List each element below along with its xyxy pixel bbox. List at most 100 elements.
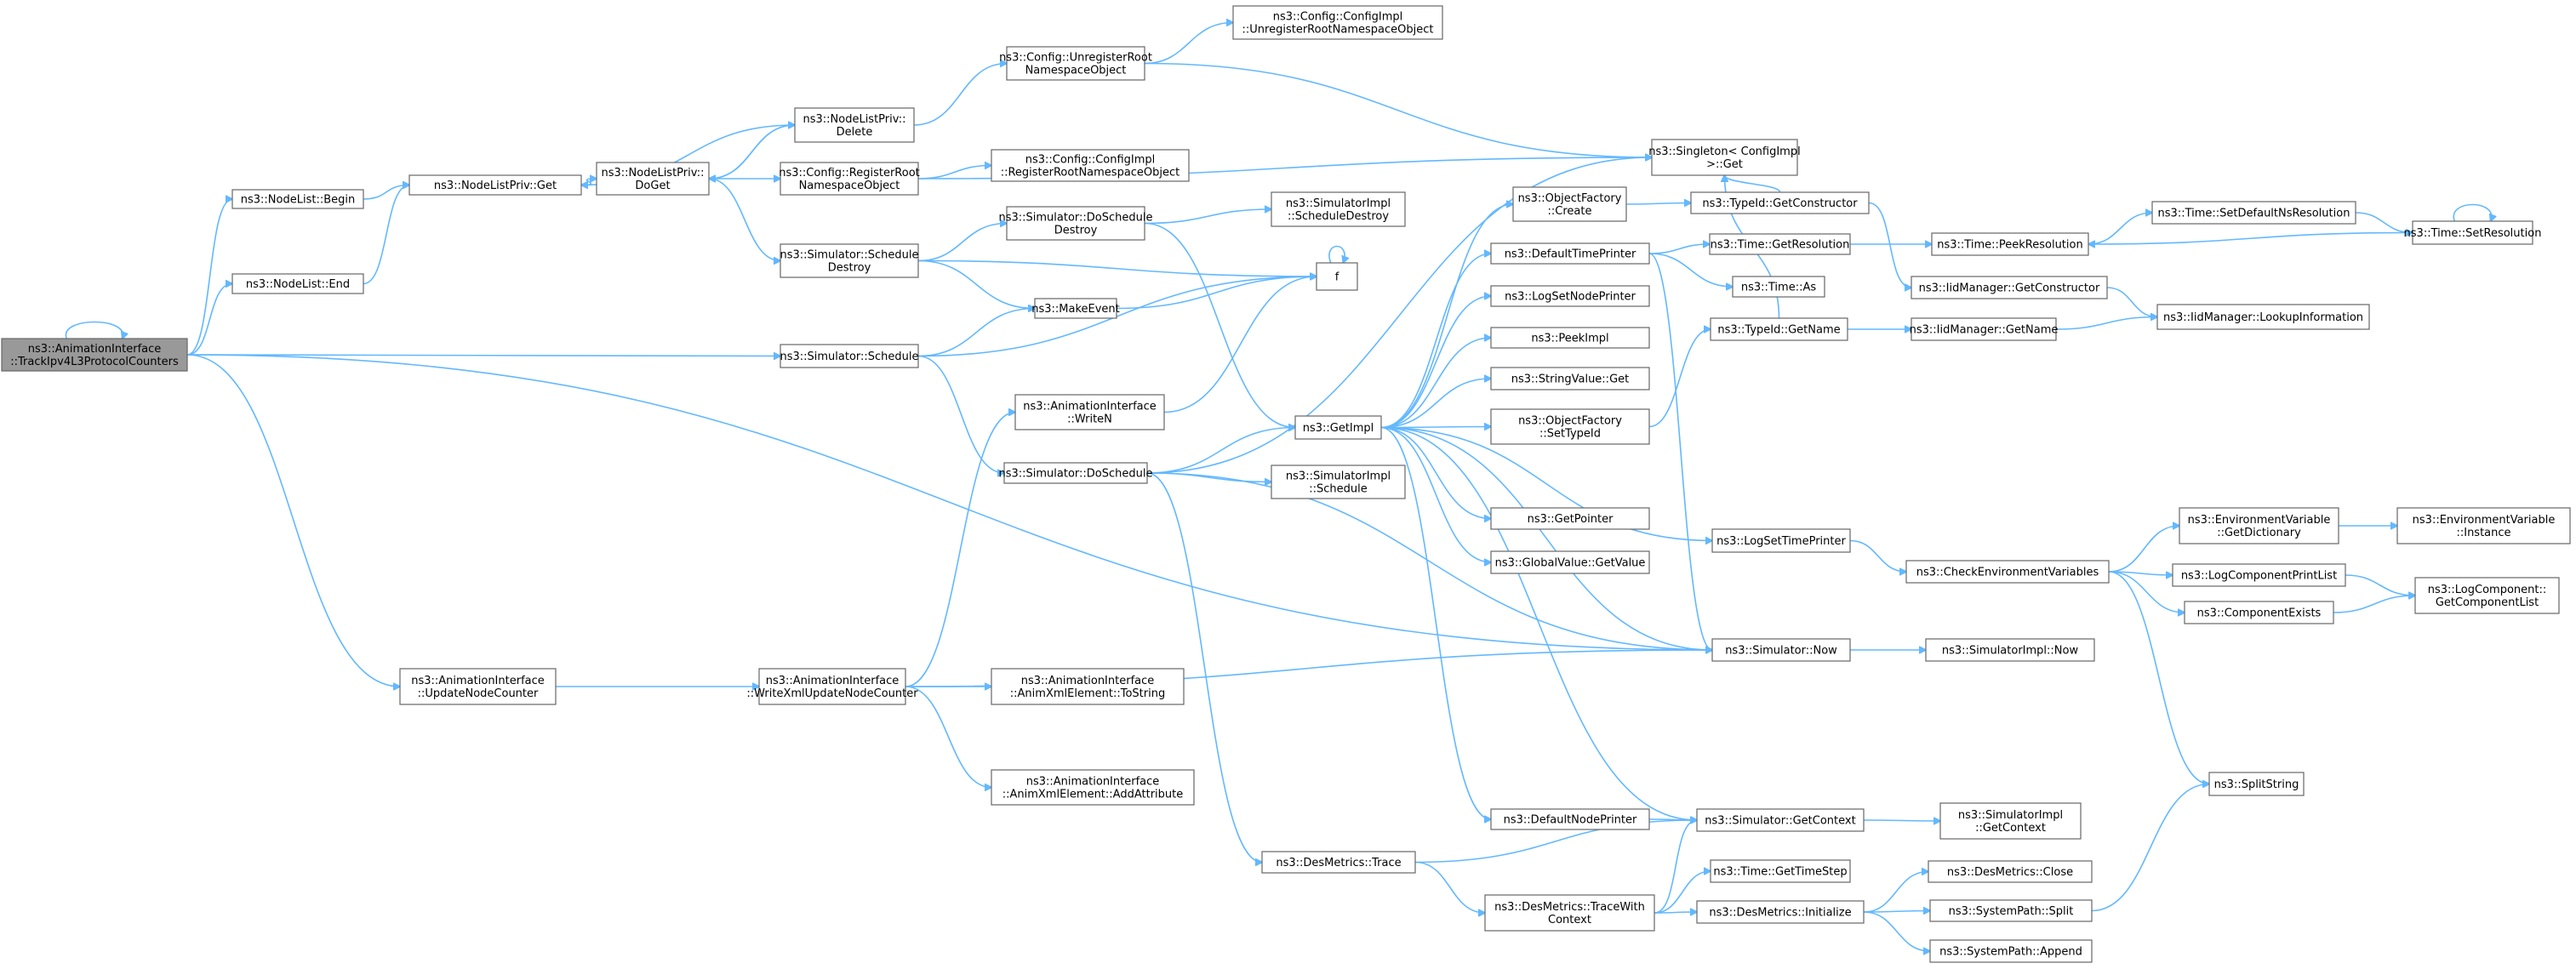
graph-node[interactable]: ns3::SimulatorImpl::ScheduleDestroy (1271, 191, 1406, 227)
graph-node[interactable]: ns3::AnimationInterface::AnimXmlElement:… (991, 769, 1195, 806)
graph-node[interactable]: ns3::SimulatorImpl::GetContext (1939, 802, 2082, 840)
graph-node[interactable]: ns3::Config::RegisterRootNamespaceObject (779, 162, 920, 196)
node-box (596, 162, 710, 196)
graph-node[interactable]: ns3::EnvironmentVariable::GetDictionary (2179, 507, 2339, 544)
node-label: ns3::Time::GetResolution (1711, 239, 1850, 252)
graph-node[interactable]: ns3::SimulatorImpl::Schedule (1271, 465, 1406, 499)
graph-node[interactable]: ns3::DefaultNodePrinter (1490, 808, 1650, 830)
graph-node[interactable]: ns3::DesMetrics::Close (1928, 860, 2093, 883)
node-box (1232, 5, 1443, 40)
graph-node[interactable]: ns3::DesMetrics::Initialize (1696, 900, 1865, 924)
graph-node[interactable]: ns3::NodeList::Begin (231, 189, 364, 209)
graph-node[interactable]: ns3::LogComponentPrintList (2172, 563, 2346, 587)
graph-node[interactable]: ns3::Simulator::DoSchedule (998, 462, 1153, 484)
graph-node[interactable]: ns3::Simulator::ScheduleDestroy (780, 243, 919, 278)
call-edge (1625, 203, 1691, 205)
graph-node[interactable]: ns3::LogSetTimePrinter (1711, 528, 1851, 553)
node-box (1490, 242, 1650, 265)
graph-node[interactable]: ns3::GlobalValue::GetValue (1490, 550, 1650, 574)
graph-node[interactable]: ns3::IidManager::LookupInformation (2156, 304, 2370, 330)
node-box (1939, 802, 2082, 840)
graph-node[interactable]: ns3::TypeId::GetName (1710, 317, 1848, 341)
graph-node[interactable]: ns3::NodeList::End (231, 273, 364, 294)
graph-node[interactable]: ns3::StringValue::Get (1490, 367, 1650, 390)
call-edge (1868, 202, 1911, 288)
graph-node[interactable]: ns3::CheckEnvironmentVariables (1905, 560, 2110, 584)
node-box (1651, 139, 1798, 176)
graph-node[interactable]: ns3::Time::As (1732, 276, 1825, 298)
graph-node[interactable]: ns3::Config::UnregisterRootNamespaceObje… (999, 46, 1152, 81)
node-label: ns3::Simulator::Now (1725, 645, 1837, 658)
graph-node[interactable]: ns3::GetPointer (1490, 507, 1650, 530)
call-edge (1863, 872, 1928, 913)
node-label: ns3::SplitString (2214, 778, 2299, 791)
node-label: ns3::Time::As (1741, 282, 1817, 294)
graph-node[interactable]: ns3::NodeListPriv::Get (408, 174, 582, 196)
graph-node[interactable]: ns3::SplitString (2208, 772, 2305, 796)
graph-node[interactable]: ns3::ObjectFactory::SetTypeId (1490, 408, 1650, 445)
node-box (1732, 276, 1825, 298)
graph-node[interactable]: ns3::Time::GetTimeStep (1710, 859, 1851, 883)
graph-node[interactable]: ns3::SystemPath::Split (1929, 899, 2093, 922)
graph-node[interactable]: ns3::NodeListPriv::DoGet (596, 162, 710, 196)
graph-node[interactable]: ns3::IidManager::GetConstructor (1911, 276, 2108, 299)
graph-node[interactable]: ns3::AnimationInterface::UpdateNodeCount… (399, 668, 557, 705)
node-label: ns3::DesMetrics::TraceWith (1494, 901, 1645, 914)
graph-node[interactable]: ns3::Simulator::Now (1711, 638, 1851, 662)
node-label: ns3::IidManager::GetConstructor (1919, 282, 2100, 295)
node-label: ns3::Config::UnregisterRoot (999, 52, 1152, 65)
node-label: ns3::AnimationInterface (411, 675, 545, 687)
node-box (231, 189, 364, 209)
graph-node[interactable]: ns3::Time::GetResolution (1709, 233, 1851, 255)
graph-node[interactable]: ns3::Config::ConfigImpl::RegisterRootNam… (991, 149, 1190, 182)
node-label: Context (1548, 914, 1591, 926)
node-label: ns3::GlobalValue::GetValue (1495, 557, 1646, 570)
node-label: ns3::DesMetrics::Initialize (1709, 907, 1851, 920)
graph-node[interactable]: ns3::AnimationInterface::WriteN (1014, 394, 1165, 430)
graph-node[interactable]: ns3::PeekImpl (1490, 327, 1650, 349)
call-edge (186, 199, 232, 356)
node-label: ns3::LogSetNodePrinter (1505, 291, 1636, 304)
node-label: Destroy (1054, 225, 1098, 237)
graph-node[interactable]: ns3::Time::PeekResolution (1931, 232, 2089, 256)
graph-node[interactable]: ns3::Simulator::GetContext (1696, 808, 1865, 832)
graph-node[interactable]: ns3::AnimationInterface::TrackIpv4L3Prot… (1, 338, 188, 372)
graph-node[interactable]: ns3::GetImpl (1294, 415, 1382, 440)
graph-node[interactable]: ns3::EnvironmentVariable::Instance (2396, 507, 2571, 544)
node-label: ns3::DefaultNodePrinter (1504, 814, 1637, 827)
node-label: ns3::SystemPath::Split (1949, 905, 2074, 918)
call-edge (1654, 912, 1697, 913)
graph-node[interactable]: ns3::Singleton< ConfigImpl>::Get (1648, 139, 1801, 176)
node-box (1006, 206, 1145, 241)
call-edge (913, 64, 1007, 126)
graph-node[interactable]: ns3::LogComponent::GetComponentList (2414, 577, 2560, 614)
graph-node[interactable]: ns3::DefaultTimePrinter (1490, 242, 1650, 265)
node-box (231, 273, 364, 294)
node-label: ns3::MakeEvent (1031, 303, 1120, 316)
graph-node[interactable]: ns3::ObjectFactory::Create (1512, 186, 1627, 222)
graph-node[interactable]: ns3::AnimationInterface::AnimXmlElement:… (991, 668, 1185, 705)
graph-node[interactable]: ns3::IidManager::GetName (1910, 317, 2059, 341)
call-edge (363, 185, 409, 285)
graph-node[interactable]: ns3::NodeListPriv::Delete (794, 107, 915, 143)
graph-node[interactable]: ns3::Time::SetResolution (2404, 220, 2542, 245)
node-label: ns3::AnimationInterface (1021, 675, 1155, 687)
graph-node[interactable]: ns3::Time::SetDefaultNsResolution (2151, 201, 2356, 225)
graph-node[interactable]: ns3::MakeEvent (1031, 298, 1120, 319)
node-box (2179, 507, 2339, 544)
call-edge (1863, 820, 1940, 821)
graph-node[interactable]: ns3::LogSetNodePrinter (1490, 285, 1650, 307)
graph-node[interactable]: ns3::ComponentExists (2184, 601, 2334, 624)
graph-node[interactable]: ns3::SystemPath::Append (1929, 939, 2093, 963)
graph-node[interactable]: f (1316, 262, 1358, 291)
node-label: ns3::Simulator::DoSchedule (998, 468, 1152, 481)
graph-node[interactable]: ns3::Config::ConfigImpl::UnregisterRootN… (1232, 5, 1443, 40)
graph-node[interactable]: ns3::Simulator::Schedule (780, 344, 919, 368)
graph-node[interactable]: ns3::DesMetrics::Trace (1261, 851, 1416, 874)
graph-node[interactable]: ns3::AnimationInterface::WriteXmlUpdateN… (746, 668, 918, 705)
node-label: ns3::NodeList::Begin (241, 194, 355, 207)
graph-node[interactable]: ns3::SimulatorImpl::Now (1925, 638, 2095, 662)
graph-node[interactable]: ns3::TypeId::GetConstructor (1690, 191, 1870, 214)
